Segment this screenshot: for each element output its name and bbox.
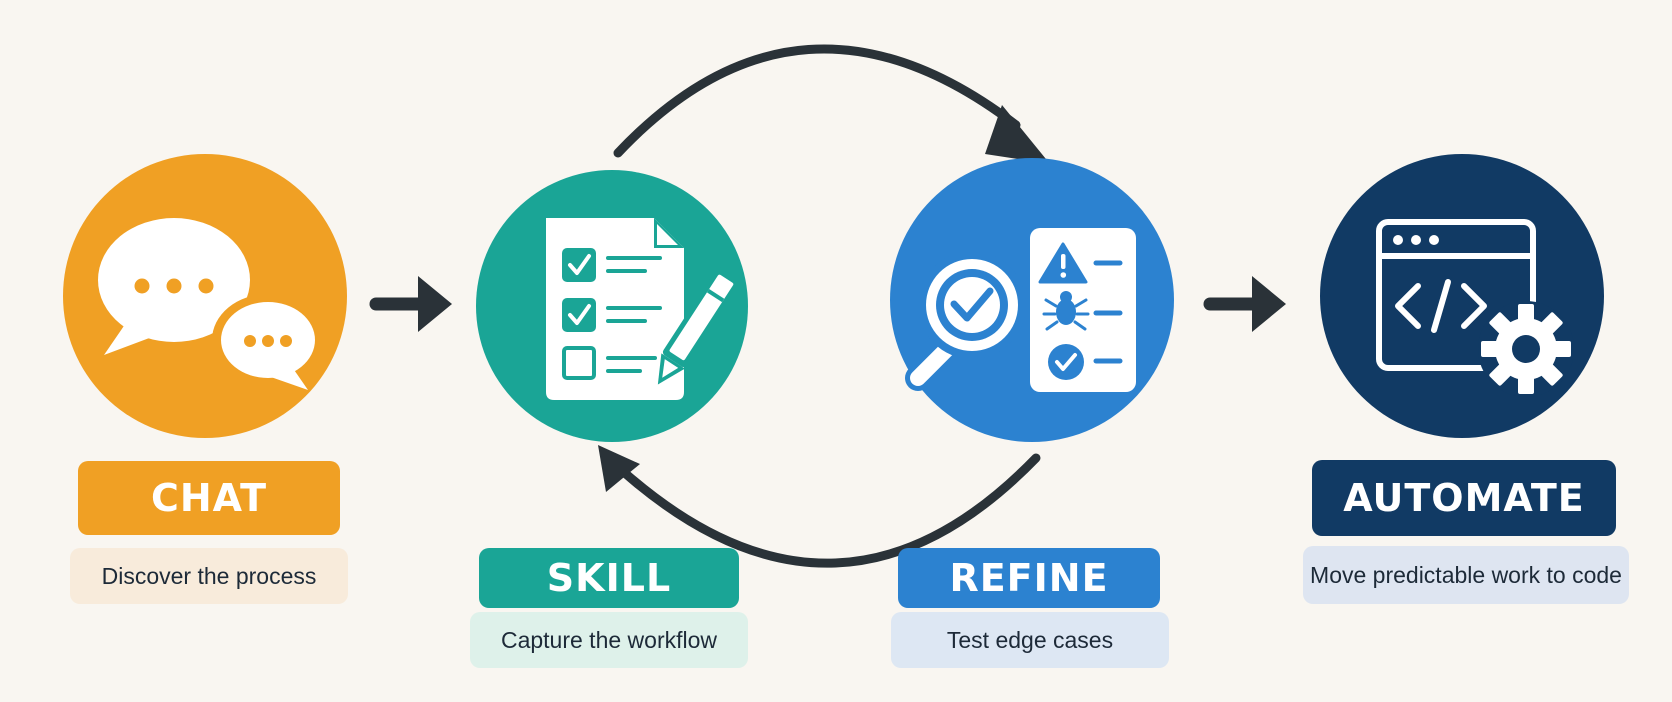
skill-caption: Capture the workflow [470, 612, 748, 668]
code-window-gear-icon [1376, 219, 1574, 397]
magnifier-test-list-icon [905, 228, 1136, 392]
arrow-chat-to-skill [369, 276, 452, 332]
automate-label: AUTOMATE [1312, 460, 1616, 536]
refine-caption: Test edge cases [891, 612, 1169, 668]
curved-arrow-refine-to-skill [598, 445, 1041, 568]
refine-stage-node [890, 158, 1174, 442]
chat-caption: Discover the process [70, 548, 348, 604]
chat-label: CHAT [78, 461, 340, 535]
chat-stage-node [63, 154, 347, 438]
arrow-refine-to-automate [1203, 276, 1286, 332]
refine-label: REFINE [898, 548, 1160, 608]
automate-caption: Move predictable work to code [1303, 546, 1629, 604]
automate-circle [1320, 154, 1604, 438]
checklist-pencil-icon [546, 218, 740, 400]
chat-bubbles-icon [98, 218, 324, 390]
skill-label: SKILL [479, 548, 739, 608]
curved-arrow-skill-to-refine [613, 44, 1050, 164]
automate-stage-node [1320, 154, 1604, 438]
skill-stage-node [476, 170, 748, 442]
